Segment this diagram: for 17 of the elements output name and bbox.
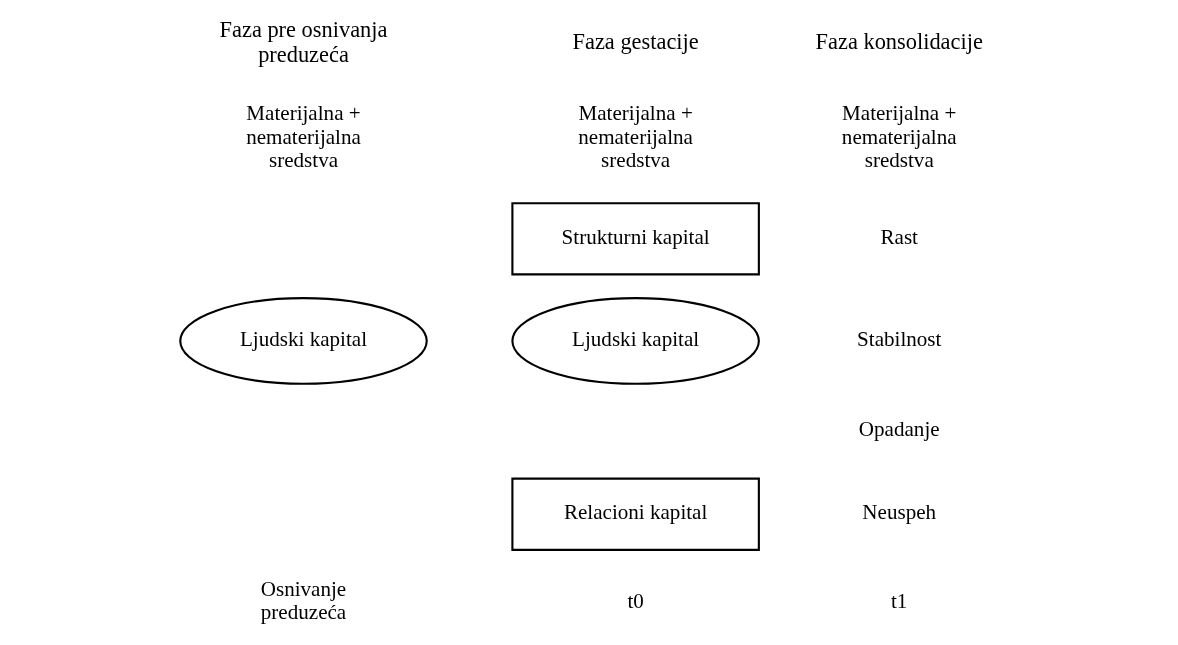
node-ellipse: Ljudski kapital — [178, 297, 428, 385]
label: Stabilnost — [856, 326, 941, 351]
node-box: Relacioni kapital — [510, 477, 760, 551]
label: Opadanje — [858, 417, 940, 442]
node-ellipse: Ljudski kapital — [510, 297, 760, 385]
label: t1 — [890, 588, 907, 613]
node-box: Strukturni kapital — [510, 202, 760, 276]
label: Osnivanje preduzeća — [260, 576, 346, 625]
label: Neuspeh — [861, 500, 936, 525]
label: Rast — [879, 224, 918, 249]
label: Materijalna + nematerijalna sredstva — [245, 100, 361, 173]
label: Materijalna + nematerijalna sredstva — [577, 100, 693, 173]
label: Faza konsolidacije — [815, 29, 983, 55]
label: Faza gestacije — [572, 29, 699, 55]
label: Faza pre osnivanja preduzeća — [219, 16, 387, 67]
label: Materijalna + nematerijalna sredstva — [841, 100, 957, 173]
label: t0 — [626, 588, 644, 613]
